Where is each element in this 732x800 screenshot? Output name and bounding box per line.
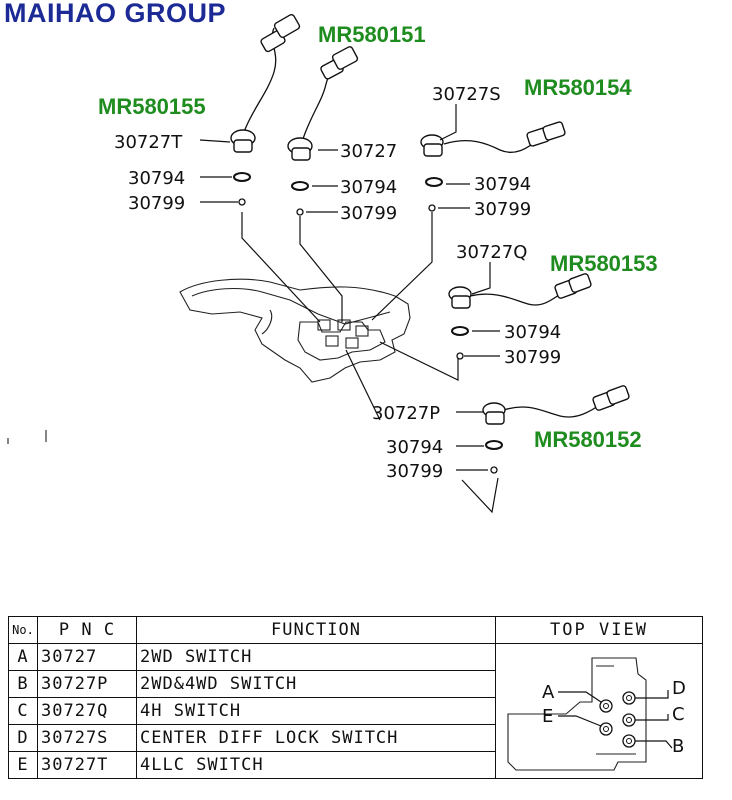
callout-mr580153: MR580153 [550, 251, 658, 276]
label-d-ball: 30799 [504, 347, 561, 368]
callout-mr580152: MR580152 [534, 427, 642, 452]
label-b-switch: 30727 [340, 141, 397, 162]
callout-mr580151: MR580151 [318, 22, 426, 47]
row-pnc: 30727S [37, 724, 137, 752]
label-e-switch: 30727P [372, 403, 440, 424]
parts-diagram: MR580151 MR580155 MR580154 MR580153 MR58… [7, 13, 658, 514]
row-pnc: 30727T [37, 751, 137, 779]
label-b-oring: 30794 [340, 177, 397, 198]
label-a-oring: 30794 [128, 168, 185, 189]
top-view-diagram: A E D C B [507, 657, 687, 771]
leader-lines [241, 212, 499, 514]
row-no: C [8, 697, 38, 725]
header-top-view: TOP VIEW [496, 617, 702, 644]
top-view-label-a: A [542, 682, 555, 703]
label-e-ball: 30799 [386, 461, 443, 482]
transfer-case-outline [7, 278, 411, 444]
switch-30727 [287, 46, 359, 216]
label-c-ball: 30799 [474, 199, 531, 220]
switch-30727p [456, 385, 630, 474]
label-e-oring: 30794 [386, 437, 443, 458]
table-row: D 30727S CENTER DIFF LOCK SWITCH [8, 724, 703, 752]
top-view-label-e: E [542, 706, 554, 727]
switch-30727t [199, 13, 301, 206]
header-no: No. [8, 616, 38, 644]
top-view-cell: TOP VIEW A E D [495, 616, 703, 779]
callout-mr580155: MR580155 [98, 94, 206, 119]
row-pnc: 30727P [37, 670, 137, 698]
row-no: B [8, 670, 38, 698]
row-function: 2WD&4WD SWITCH [136, 670, 496, 698]
row-function: CENTER DIFF LOCK SWITCH [136, 724, 496, 752]
table-row: C 30727Q 4H SWITCH [8, 697, 703, 725]
switch-30727s [420, 104, 566, 212]
table-header-row: No. P N C FUNCTION TOP VIEW [8, 616, 703, 779]
label-b-ball: 30799 [340, 203, 397, 224]
switch-30727q [448, 262, 592, 360]
row-function: 2WD SWITCH [136, 643, 496, 671]
label-d-oring: 30794 [504, 322, 561, 343]
label-a-switch: 30727T [114, 132, 183, 153]
row-pnc: 30727 [37, 643, 137, 671]
row-function: 4H SWITCH [136, 697, 496, 725]
top-view-label-d: D [672, 678, 687, 699]
top-view-label-c: C [672, 704, 686, 725]
top-view-label-b: B [672, 736, 685, 757]
row-no: D [8, 724, 38, 752]
label-c-switch: 30727S [432, 84, 501, 105]
callout-mr580154: MR580154 [524, 75, 632, 100]
header-function: FUNCTION [136, 616, 496, 644]
table-row: E 30727T 4LLC SWITCH [8, 751, 703, 779]
header-pnc: P N C [37, 616, 137, 644]
table-row: B 30727P 2WD&4WD SWITCH [8, 670, 703, 698]
row-function: 4LLC SWITCH [136, 751, 496, 779]
label-a-ball: 30799 [128, 193, 185, 214]
brand-title: MAIHAO GROUP [4, 0, 226, 28]
row-pnc: 30727Q [37, 697, 137, 725]
parts-table: No. P N C FUNCTION TOP VIEW [8, 616, 703, 779]
row-no: A [8, 643, 38, 671]
label-c-oring: 30794 [474, 174, 531, 195]
row-no: E [8, 751, 38, 779]
label-d-switch: 30727Q [456, 242, 527, 263]
